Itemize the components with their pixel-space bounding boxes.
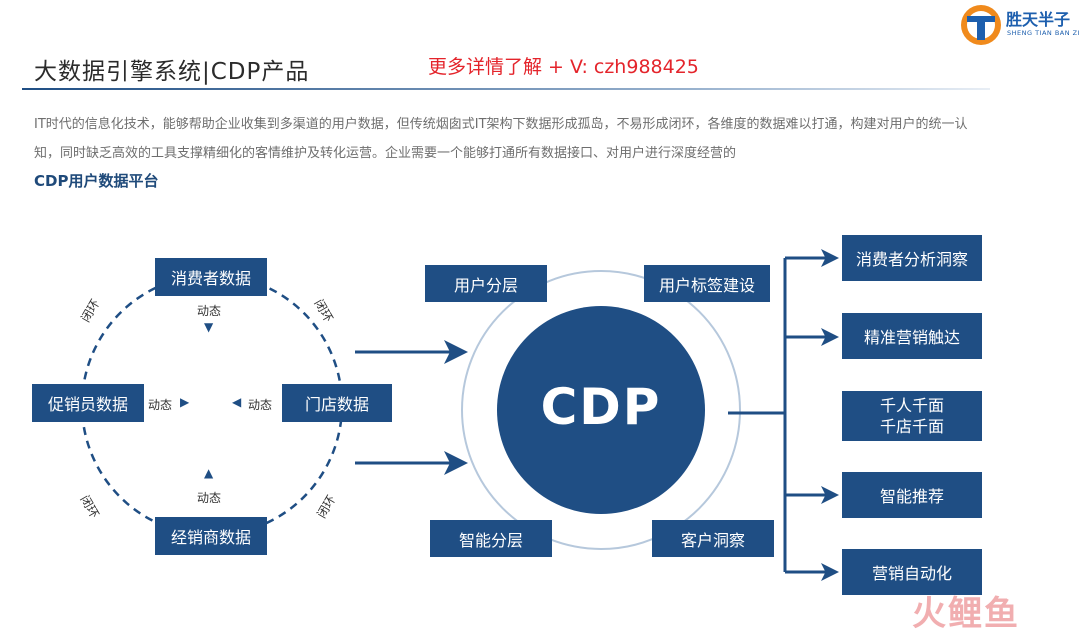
dynamic-label-bottom: 动态: [197, 491, 222, 505]
promo-text: 更多详情了解 + V: czh988425: [428, 56, 699, 78]
page-title: 大数据引擎系统|CDP产品: [34, 59, 310, 85]
box-customer-insight: 客户洞察: [652, 520, 774, 557]
personalization-line-1: 千人千面: [879, 396, 944, 415]
cdp-outer-ring: [461, 270, 741, 550]
box-personalization: 千人千面 千店千面: [842, 391, 982, 441]
triangle-down-icon: ▼: [204, 320, 214, 334]
box-smart-recommendation: 智能推荐: [842, 472, 982, 518]
dynamic-label-right: 动态: [248, 398, 273, 412]
box-user-tagging: 用户标签建设: [644, 265, 770, 302]
box-dealer-data: 经销商数据: [155, 517, 267, 555]
logo-subtitle: SHENG TIAN BAN ZI: [1007, 29, 1080, 37]
box-smart-segmentation: 智能分层: [430, 520, 552, 557]
box-user-segmentation: 用户分层: [425, 265, 547, 302]
personalization-line-2: 千店千面: [879, 417, 944, 436]
cdp-label: CDP: [540, 378, 662, 436]
section-subhead: CDP用户数据平台: [34, 172, 159, 190]
box-consumer-analysis: 消费者分析洞察: [842, 235, 982, 281]
title-divider: [22, 88, 990, 90]
box-store-data: 门店数据: [282, 384, 392, 422]
watermark-text: 火鲤鱼: [912, 594, 1020, 631]
intro-paragraph: IT时代的信息化技术，能够帮助企业收集到多渠道的用户数据，但传统烟囱式IT架构下…: [34, 117, 968, 161]
cdp-core-circle: [497, 306, 705, 514]
triangle-up-icon: ▲: [204, 466, 214, 480]
box-precise-marketing: 精准营销触达: [842, 313, 982, 359]
dynamic-label-top: 动态: [197, 304, 222, 318]
logo-icon: [961, 5, 1001, 45]
logo-name: 胜天半子: [1006, 10, 1071, 29]
box-marketing-automation: 营销自动化: [842, 549, 982, 595]
box-consumer-data: 消费者数据: [155, 258, 267, 296]
dynamic-label-left: 动态: [148, 398, 173, 412]
triangle-left-icon: ◀: [232, 395, 242, 409]
triangle-right-icon: ▶: [180, 395, 190, 409]
box-promoter-data: 促销员数据: [32, 384, 144, 422]
